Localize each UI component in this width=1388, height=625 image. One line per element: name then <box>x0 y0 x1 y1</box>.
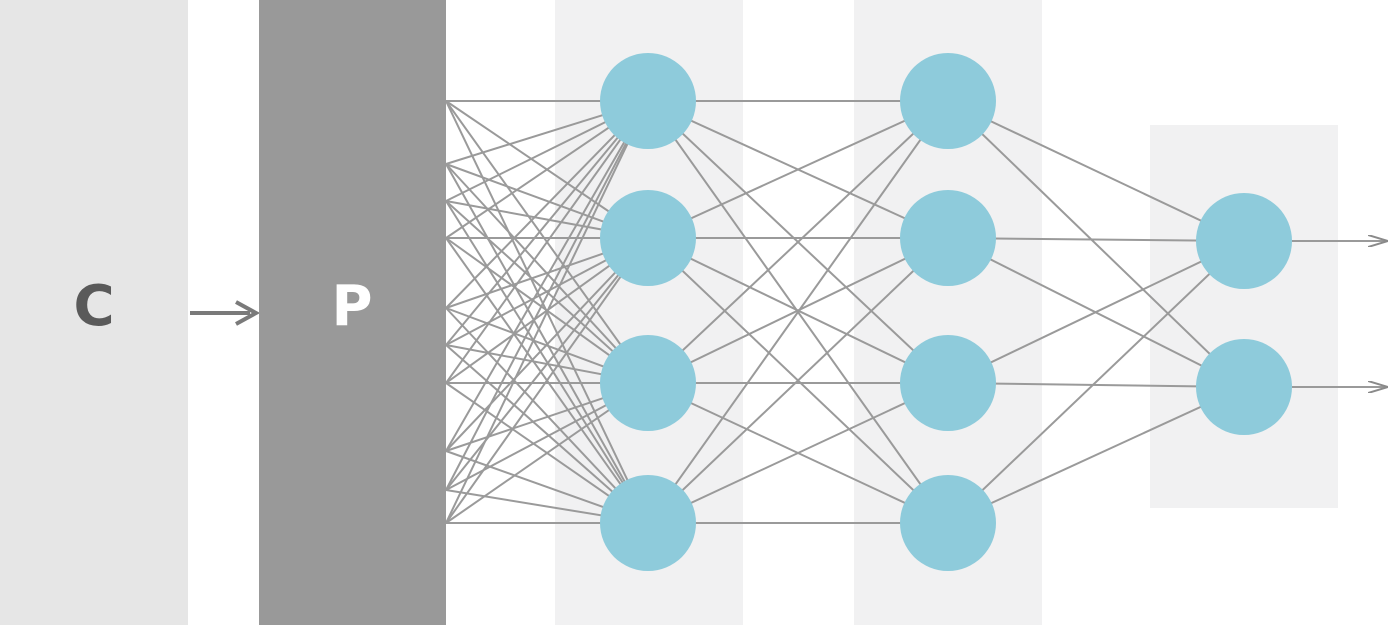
edge-p-to-hidden-1 <box>445 307 649 524</box>
node-hidden-2-3 <box>900 335 996 431</box>
edge-hidden-1-to-hidden-2 <box>647 100 949 524</box>
node-hidden-1-1 <box>600 53 696 149</box>
c-block-label: C <box>73 274 114 339</box>
edge-p-to-hidden-1 <box>445 237 649 452</box>
edge-hidden-1-to-hidden-2 <box>647 100 949 384</box>
edge-p-to-hidden-1 <box>445 100 649 452</box>
c-block <box>0 0 188 625</box>
edge-p-to-hidden-1 <box>445 100 649 384</box>
output-arrows <box>1292 241 1386 387</box>
edge-hidden-2-to-output <box>947 237 1245 242</box>
edge-hidden-2-to-output <box>947 100 1245 388</box>
edge-hidden-2-to-output <box>947 386 1245 524</box>
edge-hidden-2-to-output <box>947 100 1245 242</box>
p-block <box>259 0 446 625</box>
edge-p-to-hidden-1 <box>445 100 649 309</box>
layer-panel-output <box>1150 125 1338 508</box>
edge-hidden-2-to-output <box>947 382 1245 388</box>
edge-p-to-hidden-1 <box>445 200 649 524</box>
edge-p-to-hidden-1 <box>445 100 649 524</box>
edge-hidden-1-to-hidden-2 <box>647 382 949 524</box>
edge-hidden-2-to-output <box>947 240 1245 524</box>
edge-p-to-hidden-1 <box>445 100 649 491</box>
edge-p-to-hidden-1 <box>445 237 649 491</box>
node-hidden-1-4 <box>600 475 696 571</box>
c-to-p-arrow <box>190 300 261 326</box>
node-hidden-2-2 <box>900 190 996 286</box>
node-hidden-1-2 <box>600 190 696 286</box>
node-output-2 <box>1196 339 1292 435</box>
p-block-label: P <box>331 274 372 339</box>
node-hidden-2-4 <box>900 475 996 571</box>
network-nodes <box>600 53 1292 571</box>
edge-hidden-1-to-hidden-2 <box>647 237 949 524</box>
node-hidden-2-1 <box>900 53 996 149</box>
edge-p-to-hidden-1 <box>445 100 649 346</box>
node-output-1 <box>1196 193 1292 289</box>
edge-hidden-1-to-hidden-2 <box>647 100 949 239</box>
node-hidden-1-3 <box>600 335 696 431</box>
edge-hidden-2-to-output <box>947 240 1245 384</box>
edge-p-to-hidden-1 <box>445 237 649 524</box>
